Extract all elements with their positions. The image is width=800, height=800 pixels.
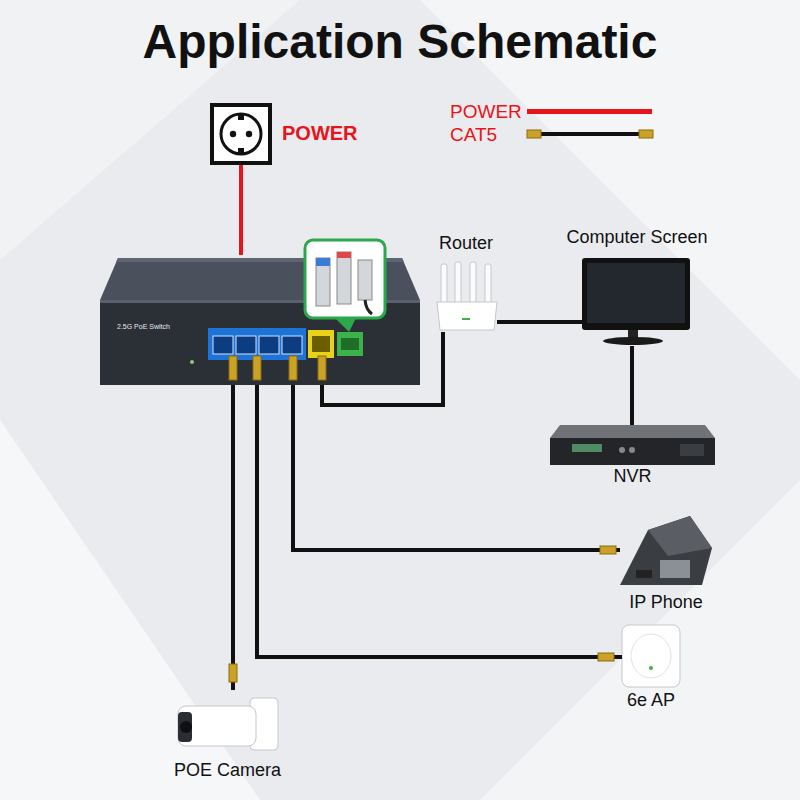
power-outlet <box>212 105 270 163</box>
cat5-sample <box>527 130 653 138</box>
cat5-cable <box>630 346 634 425</box>
device-label: POWER <box>282 122 382 145</box>
cat5-cable <box>322 332 443 405</box>
title: Application Schematic <box>0 14 800 69</box>
power-outlet: POWER <box>210 103 272 165</box>
monitor <box>582 258 690 345</box>
ip-phone: IP Phone <box>620 515 712 585</box>
nvr: NVR <box>550 425 715 465</box>
device-label: 6e AP <box>592 690 710 711</box>
legend-text: CAT5 <box>450 124 497 146</box>
device-label: Computer Screen <box>537 227 737 248</box>
access-point <box>622 625 680 687</box>
cat5-cable <box>293 385 620 550</box>
computer-screen: Computer Screen <box>582 256 692 346</box>
router <box>437 262 497 330</box>
legend-text: POWER <box>450 101 522 123</box>
poe-camera: POE Camera <box>175 690 280 755</box>
cat5-cable <box>497 320 582 324</box>
power-cable <box>239 165 243 255</box>
legend-swatch <box>527 109 652 114</box>
poe-camera <box>178 698 278 750</box>
poe-switch: 2.5G PoE Switch <box>100 255 420 385</box>
rj45-plugs <box>229 356 616 682</box>
switch-body <box>100 258 420 385</box>
sfp-callout <box>305 240 385 332</box>
device-label: POE Camera <box>135 760 320 781</box>
cat5-cable <box>257 385 622 657</box>
router: Router <box>435 262 497 332</box>
cat5-cable <box>231 385 235 690</box>
ip-phone <box>620 516 712 585</box>
access-point: 6e AP <box>622 625 680 690</box>
device-label: 2.5G PoE Switch <box>117 323 197 330</box>
nvr <box>550 425 715 465</box>
device-label: IP Phone <box>600 592 732 613</box>
device-label: Router <box>410 233 522 254</box>
device-label: NVR <box>550 466 715 487</box>
